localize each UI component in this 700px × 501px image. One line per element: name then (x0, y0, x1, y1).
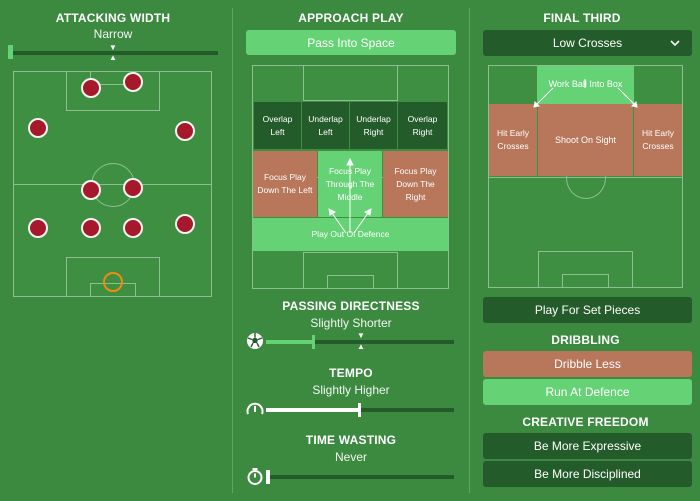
attacking-width-marker-top: ▼ (109, 43, 117, 52)
attacking-width-slider[interactable]: ▼ ▲ (8, 43, 220, 62)
player-marker[interactable] (175, 214, 195, 234)
speedometer-icon (246, 402, 264, 415)
final-third-arrows (533, 79, 638, 108)
column-divider (469, 8, 470, 493)
zone-overlap-left[interactable]: Overlap Left (253, 101, 302, 150)
dribble-less-button[interactable]: Dribble Less (483, 351, 692, 377)
time-wasting-thumb[interactable] (266, 470, 270, 484)
creative-freedom-title: CREATIVE FREEDOM (522, 415, 649, 429)
player-marker[interactable] (81, 78, 101, 98)
play-for-set-pieces-button[interactable]: Play For Set Pieces (483, 297, 692, 323)
passing-directness-fill (266, 340, 313, 344)
player-marker[interactable] (81, 218, 101, 238)
approach-play-panel: APPROACH PLAY Pass Into Space Overlap Le… (234, 0, 468, 501)
pitch-bottom-six (327, 275, 374, 289)
attacking-width-thumb[interactable] (8, 45, 13, 59)
formation-pitch (13, 71, 212, 297)
approach-arrows (328, 157, 372, 234)
zone-overlap-right[interactable]: Overlap Right (397, 101, 448, 150)
goalkeeper-marker[interactable] (103, 272, 123, 292)
pass-into-space-button[interactable]: Pass Into Space (246, 30, 456, 55)
time-wasting-track (266, 475, 454, 479)
passing-directness-thumb[interactable] (312, 335, 315, 349)
player-marker[interactable] (81, 180, 101, 200)
time-wasting-value: Never (334, 450, 367, 464)
passing-directness-value: Slightly Shorter (310, 316, 392, 330)
tempo-value: Slightly Higher (312, 383, 390, 397)
zone-hit-early-crosses-left[interactable]: Hit Early Crosses (489, 104, 537, 176)
time-wasting-title: TIME WASTING (305, 433, 397, 447)
final-third-title: FINAL THIRD (543, 11, 621, 25)
chevron-down-icon (670, 40, 680, 46)
pitch-top-box (303, 65, 398, 101)
player-marker[interactable] (28, 218, 48, 238)
attacking-width-title: ATTACKING WIDTH (55, 11, 171, 25)
final-third-dropdown-value: Low Crosses (552, 36, 623, 50)
stopwatch-icon (247, 468, 263, 485)
player-marker[interactable] (175, 121, 195, 141)
player-marker[interactable] (123, 218, 143, 238)
passing-directness-marker-top: ▼ (357, 331, 365, 340)
player-marker[interactable] (123, 178, 143, 198)
attacking-width-panel: ATTACKING WIDTH Narrow ▼ ▲ (0, 0, 232, 501)
zone-focus-right[interactable]: Focus Play Down The Right (383, 151, 448, 217)
passing-directness-marker-bottom: ▲ (357, 342, 365, 351)
zone-focus-left[interactable]: Focus Play Down The Left (253, 151, 317, 217)
approach-play-title: APPROACH PLAY (298, 11, 404, 25)
football-icon (247, 333, 263, 349)
tempo-thumb[interactable] (358, 403, 361, 417)
final-third-dropdown[interactable]: Low Crosses (483, 30, 692, 56)
final-third-panel: FINAL THIRD Low Crosses Work Ball Into B… (471, 0, 700, 501)
be-more-expressive-button[interactable]: Be More Expressive (483, 433, 692, 459)
passing-directness-title: PASSING DIRECTNESS (282, 299, 420, 313)
player-marker[interactable] (28, 118, 48, 138)
tempo-title: TEMPO (329, 366, 373, 380)
time-wasting-slider[interactable] (246, 466, 458, 486)
attacking-width-track (12, 51, 218, 55)
pitch-bottom-six (562, 274, 609, 288)
column-divider (232, 8, 233, 493)
tempo-slider[interactable] (246, 399, 458, 419)
zone-underlap-left[interactable]: Underlap Left (301, 101, 350, 150)
zone-shoot-on-sight[interactable]: Shoot On Sight (537, 104, 634, 176)
dribbling-title: DRIBBLING (551, 333, 620, 347)
zone-hit-early-crosses-right[interactable]: Hit Early Crosses (634, 104, 682, 176)
zone-underlap-right[interactable]: Underlap Right (349, 101, 398, 150)
passing-directness-track (266, 340, 454, 344)
attacking-width-value: Narrow (93, 27, 133, 41)
tempo-fill (266, 408, 359, 412)
passing-directness-slider[interactable]: ▼ ▲ (246, 331, 458, 351)
be-more-disciplined-button[interactable]: Be More Disciplined (483, 461, 692, 487)
player-marker[interactable] (123, 72, 143, 92)
run-at-defence-button[interactable]: Run At Defence (483, 379, 692, 405)
attacking-width-marker-bottom: ▲ (109, 53, 117, 62)
